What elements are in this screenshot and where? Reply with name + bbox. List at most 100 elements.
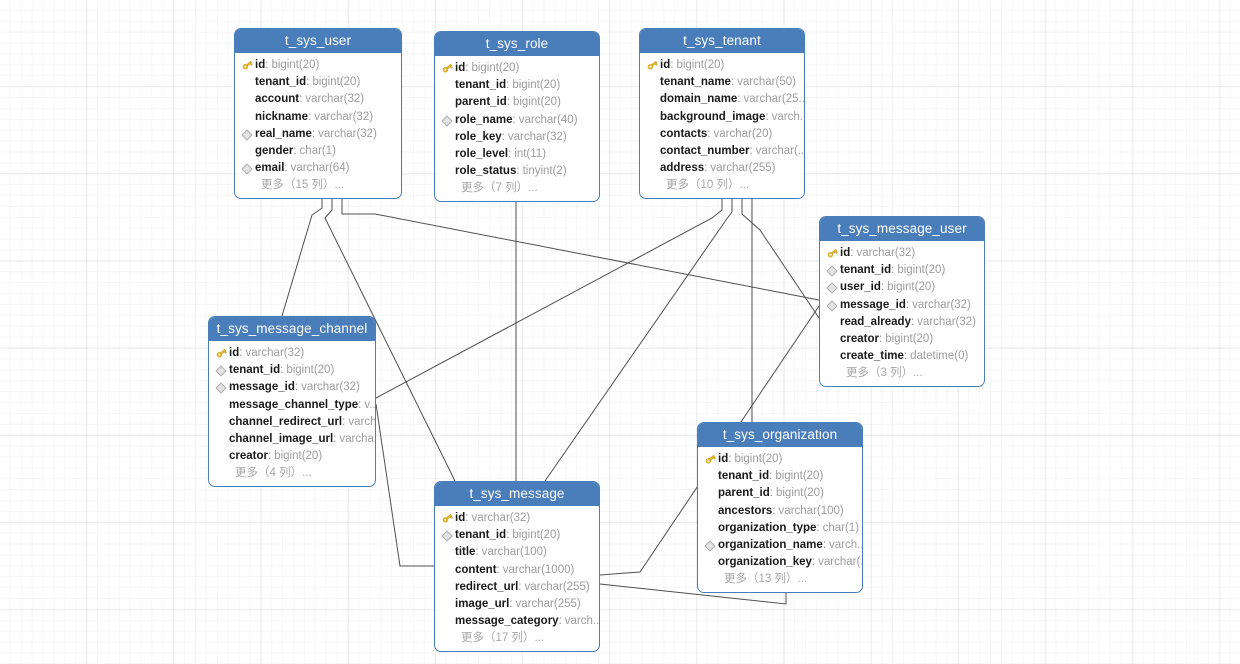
column-row[interactable]: redirect_url:varchar(255) xyxy=(435,578,599,595)
column-separator: : xyxy=(749,145,753,158)
column-row[interactable]: email:varchar(64) xyxy=(235,160,401,177)
column-row[interactable]: organization_type:char(1) xyxy=(698,519,862,536)
column-row[interactable]: ancestors:varchar(100) xyxy=(698,502,862,519)
column-type: bigint(20) xyxy=(734,452,783,465)
relationship-link[interactable] xyxy=(376,404,434,566)
entity-title[interactable]: t_sys_message_user xyxy=(820,217,984,241)
column-separator: : xyxy=(342,415,346,428)
column-row[interactable]: read_already:varchar(32) xyxy=(820,313,984,330)
column-row[interactable]: account:varchar(32) xyxy=(235,91,401,108)
column-row[interactable]: id:varchar(32) xyxy=(435,509,599,526)
column-row[interactable]: id:bigint(20) xyxy=(698,450,862,467)
column-row[interactable]: creator:bigint(20) xyxy=(820,330,984,347)
column-row[interactable]: contact_number:varchar(... xyxy=(640,142,804,159)
column-row[interactable]: gender:char(1) xyxy=(235,142,401,159)
entity-title[interactable]: t_sys_message_channel xyxy=(209,317,375,341)
index-icon-slot xyxy=(826,280,840,294)
column-row[interactable]: role_name:varchar(40) xyxy=(435,111,599,128)
marker-icon-slot-empty xyxy=(704,521,718,535)
column-type: bigint(20) xyxy=(775,487,824,500)
column-row[interactable]: creator:bigint(20) xyxy=(209,448,375,465)
column-row[interactable]: address:varchar(255) xyxy=(640,160,804,177)
column-row[interactable]: tenant_id:bigint(20) xyxy=(235,73,401,90)
relationship-link[interactable] xyxy=(376,196,722,398)
column-row[interactable]: id:varchar(32) xyxy=(820,244,984,261)
column-row[interactable]: message_channel_type:v... xyxy=(209,396,375,413)
column-row[interactable]: tenant_id:bigint(20) xyxy=(698,467,862,484)
relationship-link[interactable] xyxy=(282,197,322,316)
column-row[interactable]: contacts:varchar(20) xyxy=(640,125,804,142)
column-row[interactable]: id:varchar(32) xyxy=(209,344,375,361)
column-row[interactable]: message_id:varchar(32) xyxy=(209,379,375,396)
column-row[interactable]: role_key:varchar(32) xyxy=(435,128,599,145)
column-type: bigint(20) xyxy=(271,58,320,71)
column-row[interactable]: channel_redirect_url:varch... xyxy=(209,413,375,430)
column-row[interactable]: real_name:varchar(32) xyxy=(235,125,401,142)
more-columns-link[interactable]: 更多（4 列）... xyxy=(235,467,312,480)
index-icon-slot xyxy=(826,263,840,277)
column-row[interactable]: create_time:datetime(0) xyxy=(820,348,984,365)
column-name: role_status xyxy=(455,165,517,178)
column-row[interactable]: title:varchar(100) xyxy=(435,544,599,561)
column-type: varchar(32) xyxy=(301,381,360,394)
entity-title[interactable]: t_sys_role xyxy=(435,32,599,56)
more-columns-link[interactable]: 更多（15 列）... xyxy=(261,179,345,192)
column-type: tinyint(2) xyxy=(522,165,567,178)
column-row[interactable]: parent_id:bigint(20) xyxy=(698,485,862,502)
column-row[interactable]: message_category:varch... xyxy=(435,613,599,630)
column-name: creator xyxy=(229,450,268,463)
column-row[interactable]: nickname:varchar(32) xyxy=(235,108,401,125)
column-row[interactable]: tenant_id:bigint(20) xyxy=(820,261,984,278)
column-row[interactable]: id:bigint(20) xyxy=(435,59,599,76)
column-row[interactable]: channel_image_url:varcha... xyxy=(209,430,375,447)
column-row[interactable]: tenant_name:varchar(50) xyxy=(640,73,804,90)
column-row[interactable]: user_id:bigint(20) xyxy=(820,279,984,296)
more-columns-link[interactable]: 更多（7 列）... xyxy=(461,182,538,195)
relationship-link[interactable] xyxy=(342,197,819,300)
column-row[interactable]: domain_name:varchar(25... xyxy=(640,91,804,108)
column-name: id xyxy=(840,246,851,259)
entity-table-t-sys-message-user[interactable]: t_sys_message_user id:varchar(32)tenant_i… xyxy=(819,216,985,388)
column-type: bigint(20) xyxy=(512,96,561,109)
more-columns-link[interactable]: 更多（10 列）... xyxy=(666,179,750,192)
column-row[interactable]: role_status:tinyint(2) xyxy=(435,163,599,180)
column-row[interactable]: content:varchar(1000) xyxy=(435,561,599,578)
column-row[interactable]: tenant_id:bigint(20) xyxy=(435,76,599,93)
more-columns-link[interactable]: 更多（17 列）... xyxy=(461,632,545,645)
column-row[interactable]: message_id:varchar(32) xyxy=(820,296,984,313)
entity-table-t-sys-organization[interactable]: t_sys_organization id:bigint(20)tenant_id… xyxy=(697,422,863,594)
marker-icon-slot-empty xyxy=(704,504,718,518)
more-columns-link[interactable]: 更多（13 列）... xyxy=(724,573,808,586)
entity-title[interactable]: t_sys_tenant xyxy=(640,29,804,53)
column-name: tenant_id xyxy=(455,78,507,91)
column-row[interactable]: role_level:int(11) xyxy=(435,145,599,162)
column-type: varchar(32) xyxy=(245,346,305,359)
entity-title[interactable]: t_sys_message xyxy=(435,482,599,506)
column-row[interactable]: background_image:varch... xyxy=(640,108,804,125)
column-row[interactable]: tenant_id:bigint(20) xyxy=(209,361,375,378)
entity-table-t-sys-tenant[interactable]: t_sys_tenant id:bigint(20)tenant_name:var… xyxy=(639,28,805,200)
entity-column-list: id:bigint(20)tenant_id:bigint(20)account… xyxy=(235,53,401,198)
column-row[interactable]: image_url:varchar(255) xyxy=(435,595,599,612)
column-name: id xyxy=(455,61,466,74)
column-row[interactable]: organization_key:varchar(... xyxy=(698,554,862,571)
marker-icon-slot-empty xyxy=(646,144,660,158)
entity-title[interactable]: t_sys_organization xyxy=(698,423,862,447)
column-type: varch... xyxy=(348,415,375,428)
primary-key-icon xyxy=(647,60,658,70)
column-row[interactable]: parent_id:bigint(20) xyxy=(435,94,599,111)
more-columns-link[interactable]: 更多（3 列）... xyxy=(846,367,923,380)
column-row[interactable]: organization_name:varch... xyxy=(698,536,862,553)
entity-title[interactable]: t_sys_user xyxy=(235,29,401,53)
column-row[interactable]: tenant_id:bigint(20) xyxy=(435,526,599,543)
column-row[interactable]: id:bigint(20) xyxy=(235,56,401,73)
column-separator: : xyxy=(465,61,469,74)
column-row[interactable]: id:bigint(20) xyxy=(640,56,804,73)
relationship-link[interactable] xyxy=(742,196,819,318)
column-type: varchar(50) xyxy=(737,75,796,88)
entity-table-t-sys-message-channel[interactable]: t_sys_message_channel id:varchar(32)tenan… xyxy=(208,316,376,488)
entity-table-t-sys-message[interactable]: t_sys_message id:varchar(32)tenant_id:big… xyxy=(434,481,600,653)
